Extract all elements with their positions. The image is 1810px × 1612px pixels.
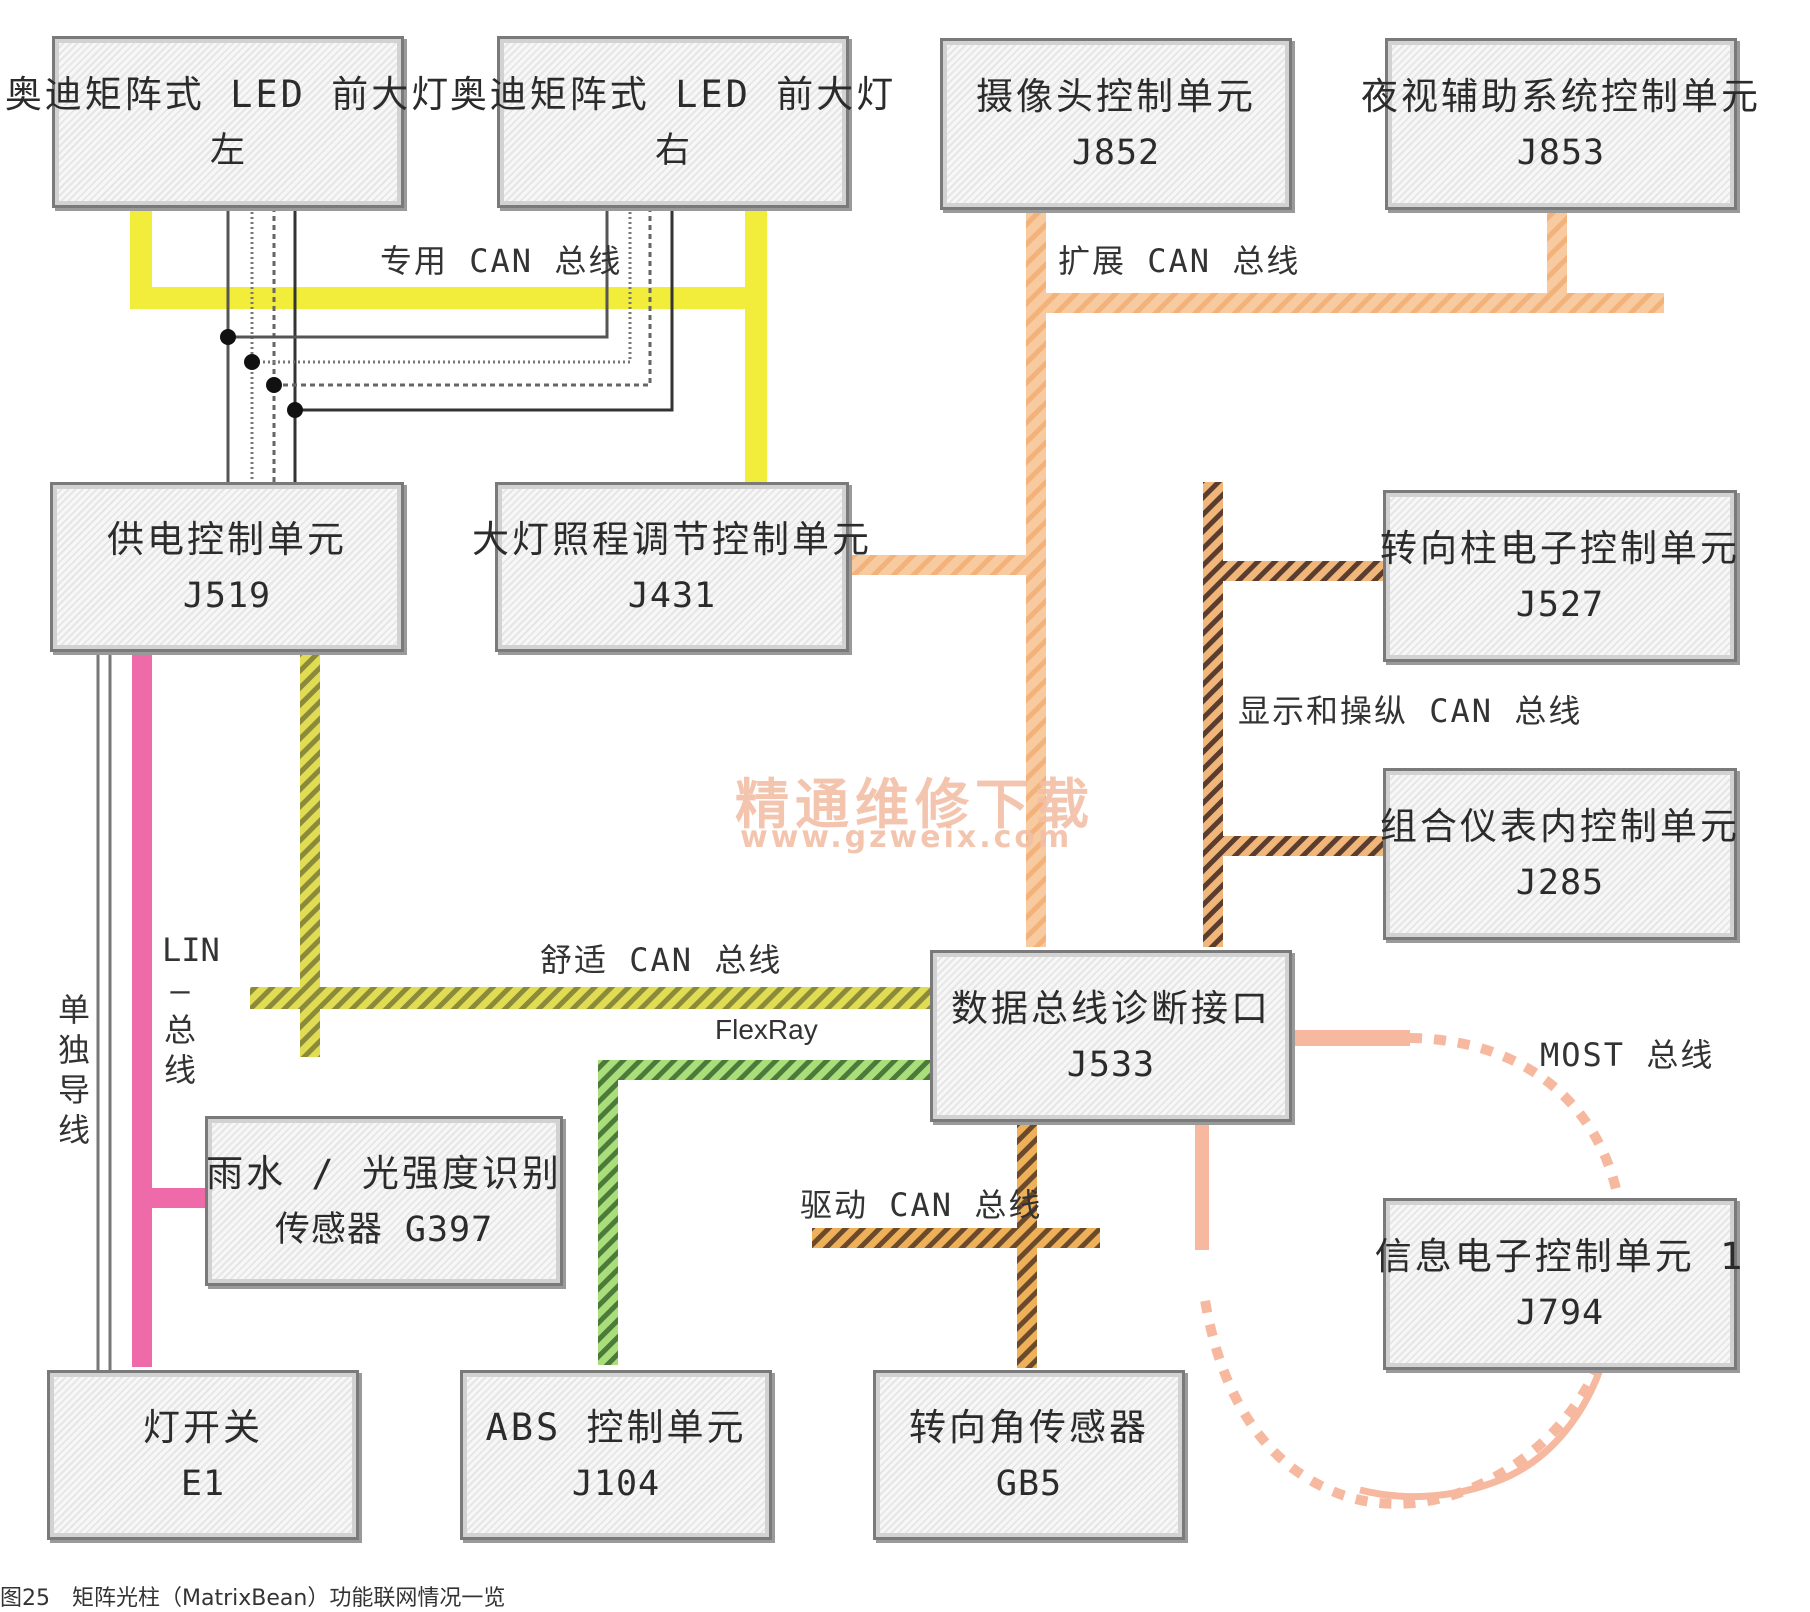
box-label: ABS 控制单元 bbox=[485, 1406, 747, 1449]
gateway-diagnostic-interface-box: 数据总线诊断接口 J533 bbox=[930, 950, 1292, 1122]
box-code: 左 bbox=[209, 131, 246, 171]
box-code: J853 bbox=[1516, 133, 1606, 173]
comfort-can-bus bbox=[250, 652, 930, 1057]
box-code: J519 bbox=[182, 576, 272, 616]
watermark-url: www.gzweix.com bbox=[740, 820, 1073, 855]
box-code: 右 bbox=[654, 131, 691, 171]
led-headlight-left-box: 奥迪矩阵式 LED 前大灯 左 bbox=[5, 36, 448, 208]
box-code: J533 bbox=[1066, 1045, 1156, 1085]
private-can-label: 专用 CAN 总线 bbox=[380, 242, 623, 280]
abs-control-unit-box: ABS 控制单元 J104 bbox=[460, 1370, 772, 1540]
infotainment-control-unit-box: 信息电子控制单元 1 J794 bbox=[1375, 1198, 1742, 1370]
single-wire-label: 单独导线 bbox=[57, 991, 90, 1149]
box-code: 传感器 G397 bbox=[274, 1210, 494, 1250]
light-switch-box: 灯开关 E1 bbox=[47, 1370, 359, 1540]
box-label: 夜视辅助系统控制单元 bbox=[1361, 75, 1761, 118]
instrument-cluster-control-unit-box: 组合仪表内控制单元 J285 bbox=[1380, 768, 1740, 940]
extended-can-bus bbox=[850, 207, 1664, 947]
single-wire bbox=[96, 652, 112, 1370]
box-label: 转向角传感器 bbox=[909, 1406, 1149, 1449]
extended-can-label: 扩展 CAN 总线 bbox=[1058, 242, 1301, 280]
steering-column-control-unit-box: 转向柱电子控制单元 J527 bbox=[1380, 490, 1740, 662]
steering-angle-sensor-box: 转向角传感器 GB5 bbox=[873, 1370, 1185, 1540]
comfort-can-label: 舒适 CAN 总线 bbox=[540, 941, 783, 979]
box-code: J104 bbox=[571, 1464, 661, 1504]
box-label: 摄像头控制单元 bbox=[976, 75, 1256, 118]
rain-light-sensor-box: 雨水 / 光强度识别 传感器 G397 bbox=[205, 1116, 563, 1286]
headlight-range-control-unit-box: 大灯照程调节控制单元 J431 bbox=[472, 482, 869, 652]
box-code: J431 bbox=[627, 576, 717, 616]
box-label: 组合仪表内控制单元 bbox=[1380, 805, 1740, 848]
display-can-bus bbox=[1203, 482, 1383, 947]
display-can-label: 显示和操纵 CAN 总线 bbox=[1238, 692, 1583, 730]
most-label: MOST 总线 bbox=[1540, 1036, 1715, 1074]
flexray-label: FlexRay bbox=[715, 1014, 818, 1045]
box-code: J794 bbox=[1515, 1293, 1605, 1333]
night-vision-control-unit-box: 夜视辅助系统控制单元 J853 bbox=[1361, 38, 1758, 210]
headlight-wiring bbox=[220, 207, 674, 482]
box-code: E1 bbox=[180, 1464, 226, 1504]
box-label: 奥迪矩阵式 LED 前大灯 bbox=[449, 73, 897, 116]
box-label: 信息电子控制单元 1 bbox=[1374, 1235, 1746, 1278]
drive-can-bus bbox=[812, 1118, 1100, 1368]
box-code: GB5 bbox=[995, 1464, 1063, 1504]
drive-can-label: 驱动 CAN 总线 bbox=[800, 1186, 1043, 1224]
box-label: 供电控制单元 bbox=[107, 518, 347, 561]
camera-control-unit-box: 摄像头控制单元 J852 bbox=[940, 38, 1292, 210]
box-label: 转向柱电子控制单元 bbox=[1380, 527, 1740, 570]
box-label: 灯开关 bbox=[143, 1406, 263, 1449]
figure-caption: 图25 矩阵光柱（MatrixBean）功能联网情况一览 bbox=[0, 1586, 506, 1611]
box-code: J527 bbox=[1515, 585, 1605, 625]
lin-bus-label: LIN — 总线 bbox=[162, 931, 220, 1089]
power-control-unit-box: 供电控制单元 J519 bbox=[50, 482, 404, 652]
box-label: 大灯照程调节控制单元 bbox=[472, 518, 872, 561]
box-code: J285 bbox=[1515, 863, 1605, 903]
flexray-bus bbox=[598, 1060, 930, 1365]
box-label: 雨水 / 光强度识别 bbox=[206, 1152, 562, 1195]
box-label: 数据总线诊断接口 bbox=[951, 987, 1271, 1030]
box-code: J852 bbox=[1071, 133, 1161, 173]
led-headlight-right-box: 奥迪矩阵式 LED 前大灯 右 bbox=[450, 36, 893, 208]
watermark-title: 精通维修下载 bbox=[735, 773, 1095, 836]
lin-bus bbox=[132, 652, 210, 1367]
box-label: 奥迪矩阵式 LED 前大灯 bbox=[4, 73, 452, 116]
